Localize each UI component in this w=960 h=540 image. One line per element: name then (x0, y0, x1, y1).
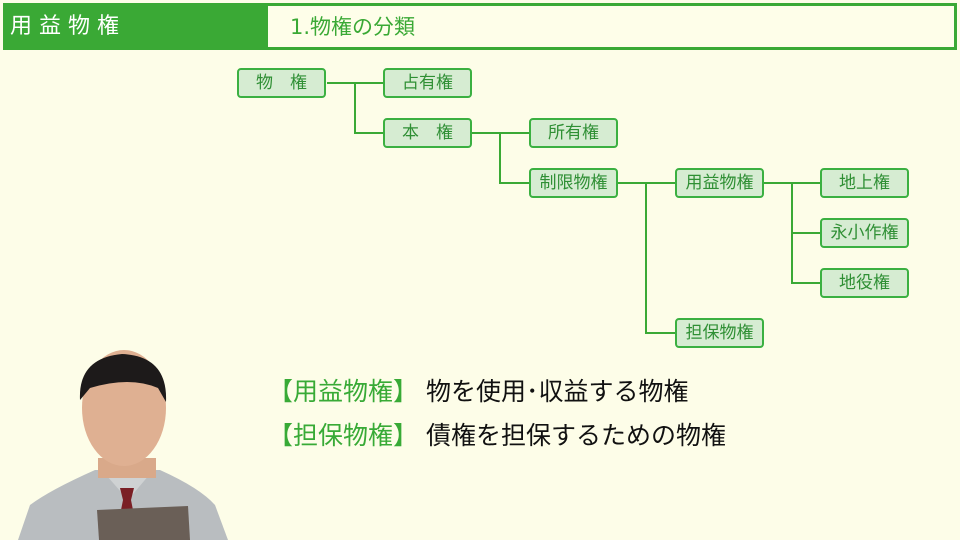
definition-term: 【担保物権】 (268, 421, 419, 450)
slide-title: 1.物権の分類 (268, 3, 957, 50)
node-usufruct: 用益物権 (675, 168, 764, 198)
lecturer-video (18, 350, 228, 540)
definition-usufruct: 【用益物権】 物を使用･収益する物権 (268, 372, 688, 408)
definition-text: 債権を担保するための物権 (425, 421, 726, 450)
node-superficies: 地上権 (820, 168, 909, 198)
node-limited-rights: 制限物権 (529, 168, 618, 198)
definition-security: 【担保物権】 債権を担保するための物権 (268, 416, 726, 452)
node-servitude: 地役権 (820, 268, 909, 298)
node-security: 担保物権 (675, 318, 764, 348)
node-emphyteusis: 永小作権 (820, 218, 909, 248)
node-ownership: 所有権 (529, 118, 618, 148)
node-possession: 占有権 (383, 68, 472, 98)
node-main-right: 本 権 (383, 118, 472, 148)
definition-term: 【用益物権】 (268, 377, 419, 406)
definition-text: 物を使用･収益する物権 (425, 377, 689, 406)
node-real-rights: 物 権 (237, 68, 326, 98)
section-title: 用益物権 (3, 3, 268, 50)
